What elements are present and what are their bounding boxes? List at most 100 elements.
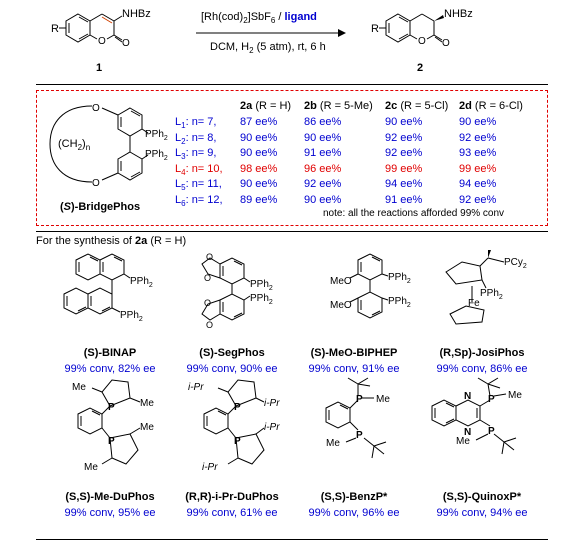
col-header-2c: 2c (R = 5-Cl) <box>385 100 449 112</box>
table-cell: 98 ee% <box>240 162 278 175</box>
table-cell: 90 ee% <box>459 116 497 128</box>
svg-text:PCy2: PCy2 <box>504 257 527 270</box>
product-structure: R O O NHBz <box>371 8 473 49</box>
r-label: R <box>371 23 379 35</box>
svg-text:Me: Me <box>376 394 390 405</box>
svg-text:P: P <box>356 394 363 405</box>
table-cell: 99 ee% <box>459 162 497 175</box>
nhbz-label: NHBz <box>444 8 473 20</box>
svg-text:P: P <box>488 426 495 437</box>
svg-text:PPh2: PPh2 <box>250 293 273 306</box>
svg-text:Me: Me <box>84 462 98 473</box>
svg-text:PPh2: PPh2 <box>480 288 503 301</box>
substrate-number: 1 <box>96 62 103 74</box>
me-duphos-structure: P P Me Me Me Me <box>72 379 154 473</box>
ligand-word: ligand <box>284 11 317 23</box>
table-cell: 89 ee% <box>240 193 278 206</box>
catalyst-name: (S)-MeO-BIPHEP <box>310 347 398 359</box>
svg-text:P: P <box>356 430 363 441</box>
table-cell: 92 ee% <box>385 147 423 159</box>
svg-text:PPh2: PPh2 <box>388 296 411 309</box>
table-row-label: L6: n= 12, <box>175 193 223 208</box>
catalyst-name: (S,S)-Me-DuPhos <box>65 491 155 503</box>
svg-text:Me: Me <box>456 436 470 447</box>
carbonyl-oxygen: O <box>442 38 450 49</box>
divider-bottom <box>36 539 548 540</box>
product-number: 2 <box>417 62 424 74</box>
svg-text:Me: Me <box>326 438 340 449</box>
meo-biphep-structure: MeO MeO PPh2 PPh2 <box>330 253 411 319</box>
catalyst-name: (S,S)-BenzP* <box>320 491 388 503</box>
catalyst-result: 99% conv, 95% ee <box>64 507 156 519</box>
reaction-arrow <box>196 29 346 37</box>
table-cell: 92 ee% <box>459 131 497 144</box>
conditions-text: DCM, H2 (5 atm), rt, 6 h <box>210 41 326 56</box>
table-row-label: L1: n= 7, <box>175 116 217 131</box>
table-cell: 91 ee% <box>385 193 423 206</box>
table-cell: 90 ee% <box>304 131 342 144</box>
catalyst-name: (R,Sp)-JosiPhos <box>439 347 525 359</box>
catalyst-result: 99% conv, 94% ee <box>436 507 528 519</box>
svg-text:PPh2: PPh2 <box>120 310 143 323</box>
ring-oxygen: O <box>418 36 426 47</box>
table-cell: 96 ee% <box>304 162 342 175</box>
svg-text:MeO: MeO <box>330 300 352 311</box>
table-row-label: L2: n= 8, <box>175 131 217 146</box>
catalyst-result: 99% conv, 82% ee <box>64 363 156 375</box>
table-cell: 90 ee% <box>240 147 278 159</box>
svg-text:O: O <box>204 298 211 308</box>
svg-text:Fe: Fe <box>468 298 480 309</box>
divider-middle <box>36 231 548 232</box>
svg-text:P: P <box>234 402 241 413</box>
josiphos-structure: PCy2 PPh2 Fe <box>445 250 527 325</box>
table-cell: 92 ee% <box>459 193 497 206</box>
binap-structure: PPh2 PPh2 <box>63 253 153 323</box>
svg-text:MeO: MeO <box>330 276 352 287</box>
carbonyl-oxygen: O <box>122 38 130 49</box>
substrate-structure: R O O NHBz <box>51 8 151 49</box>
r-label: R <box>51 23 59 35</box>
catalyst-result: 99% conv, 61% ee <box>186 507 278 519</box>
bridgephos-name: (S)-BridgePhos <box>60 201 141 213</box>
table-cell: 99 ee% <box>385 162 423 175</box>
svg-text:N: N <box>464 391 471 402</box>
pph2-bottom: PPh2 <box>145 149 168 162</box>
svg-text:N: N <box>464 427 471 438</box>
bridgephos-structure: O O (CH2)n PPh2 PPh2 <box>49 103 168 189</box>
segphos-structure: O O O O PPh2 PPh2 <box>201 252 273 330</box>
svg-text:O: O <box>204 273 211 283</box>
svg-text:PPh2: PPh2 <box>130 276 153 289</box>
col-header-2d: 2d (R = 6-Cl) <box>459 100 523 112</box>
table-cell: 90 ee% <box>240 178 278 190</box>
table-note: note: all the reactions afforded 99% con… <box>323 208 505 219</box>
quinoxp-structure: N N P P Me Me <box>431 377 522 455</box>
svg-text:Me: Me <box>508 390 522 401</box>
table-cell: 91 ee% <box>304 147 342 159</box>
ring-oxygen: O <box>98 36 106 47</box>
catalyst-result: 99% conv, 86% ee <box>436 363 528 375</box>
svg-text:i-Pr: i-Pr <box>202 462 218 473</box>
catalyst-name: (S)-BINAP <box>83 347 137 359</box>
table-cell: 94 ee% <box>385 178 423 190</box>
table-cell: 86 ee% <box>304 116 342 128</box>
pph2-top: PPh2 <box>145 129 168 142</box>
svg-text:P: P <box>234 436 241 447</box>
svg-text:O: O <box>206 320 213 330</box>
table-cell: 93 ee% <box>459 147 497 159</box>
catalyst-result: 99% conv, 90% ee <box>186 363 278 375</box>
table-row-label: L3: n= 9, <box>175 147 217 162</box>
ipr-duphos-structure: P P i-Pr i-Pr i-Pr i-Pr <box>188 379 280 473</box>
svg-text:Me: Me <box>140 398 154 409</box>
svg-text:P: P <box>108 402 115 413</box>
table-cell: 94 ee% <box>459 178 497 190</box>
svg-text:P: P <box>108 436 115 447</box>
table-cell: 90 ee% <box>385 116 423 128</box>
svg-text:Me: Me <box>72 382 86 393</box>
catalyst-name: (R,R)-i-Pr-DuPhos <box>185 491 279 503</box>
table-cell: 90 ee% <box>240 131 278 144</box>
benzp-structure: P P Me Me <box>325 377 390 459</box>
reagent-text: [Rh(cod)2]SbF6 / ligand <box>201 11 317 26</box>
catalyst-result: 99% conv, 91% ee <box>308 363 400 375</box>
chain-label: (CH2)n <box>58 138 90 152</box>
catalyst-name: (S,S)-QuinoxP* <box>442 491 522 503</box>
